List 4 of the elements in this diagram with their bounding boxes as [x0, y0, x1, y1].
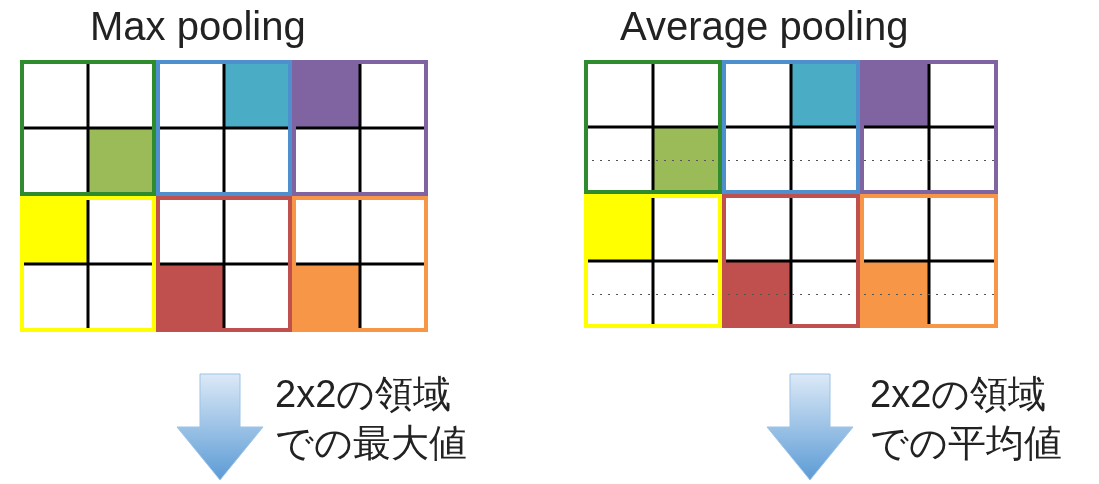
- description-text: 2x2の領域での最大値: [275, 372, 468, 467]
- description-text: 2x2の領域での平均値: [870, 372, 1063, 467]
- heading: Average pooling: [620, 4, 909, 49]
- heading: Max pooling: [90, 4, 306, 49]
